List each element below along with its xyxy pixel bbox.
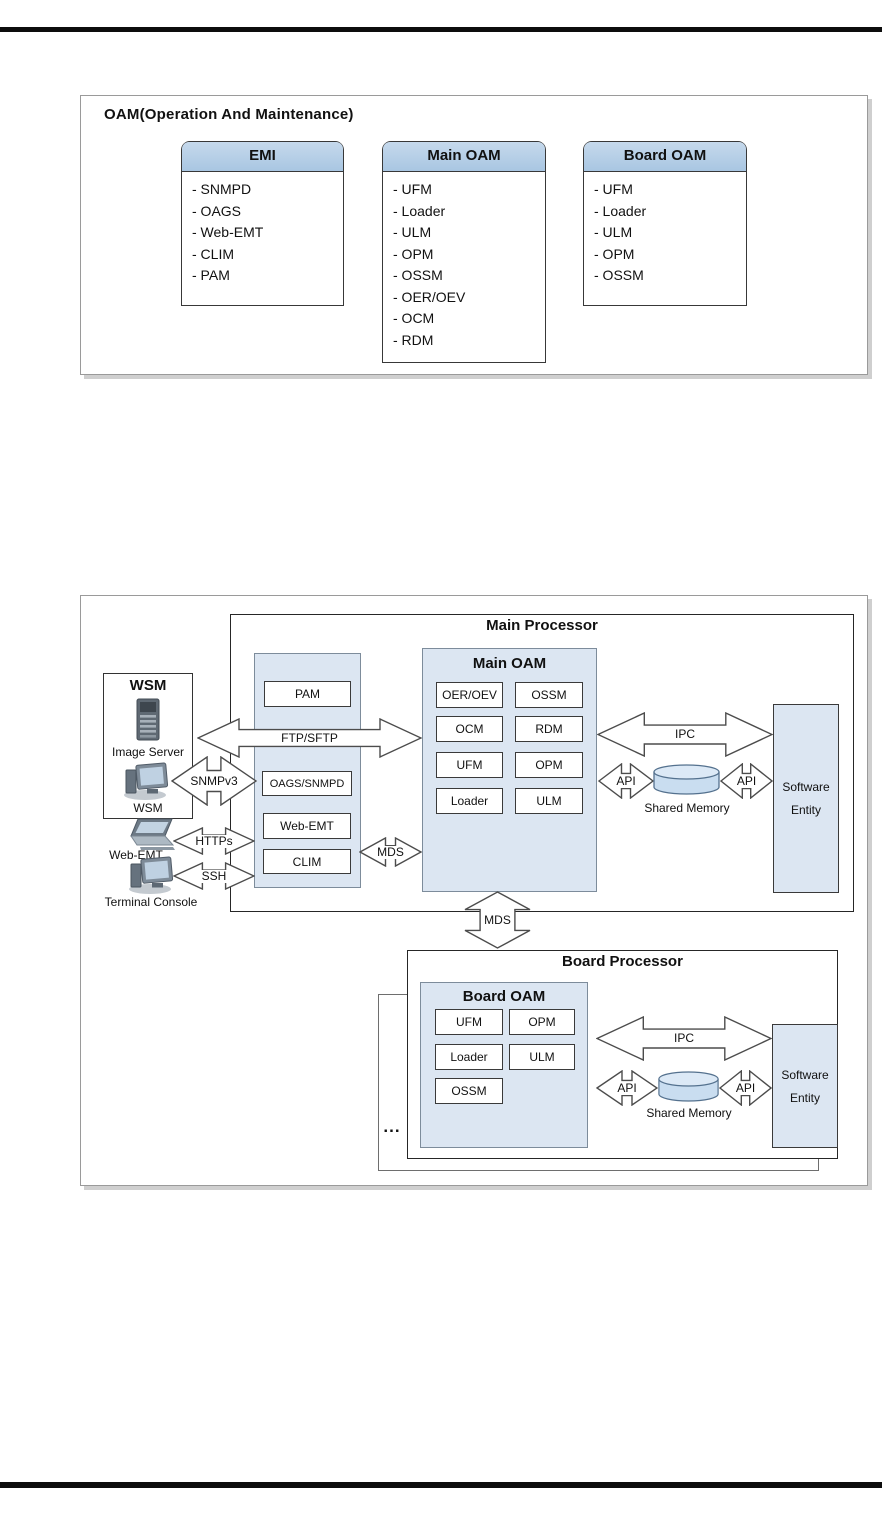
terminal-console-label: Terminal Console <box>104 895 198 909</box>
page-footer-rule <box>0 1482 882 1488</box>
list-item: - OCM <box>393 310 435 326</box>
module-oer-oev: OER/OEV <box>436 682 503 708</box>
ipc-arrow-board: IPC <box>596 1016 772 1061</box>
list-item: - CLIM <box>192 245 234 262</box>
board-processor-title: Board Processor <box>562 953 683 970</box>
table-main-oam: Main OAM - UFM - Loader - ULM - OPM - OS… <box>382 141 546 363</box>
list-item: - UFM <box>393 181 432 197</box>
figure-title: OAM(Operation And Maintenance) <box>104 106 354 123</box>
table-emi-header: EMI <box>182 142 343 172</box>
list-item: - OER/OEV <box>393 288 466 305</box>
list-item: - OAGS <box>192 202 242 219</box>
table-board-oam: Board OAM - UFM - Loader - ULM - OPM - O… <box>583 141 747 306</box>
ipc-arrow-label: IPC <box>671 1031 696 1045</box>
ssh-arrow-label: SSH <box>199 868 229 883</box>
module-pam: PAM <box>264 681 351 707</box>
board-oam-panel-title: Board OAM <box>462 988 546 1005</box>
list-item: - OSSM <box>393 267 443 283</box>
module-web-emt: Web-EMT <box>263 813 351 839</box>
module-board-ossm: OSSM <box>435 1078 503 1104</box>
mds-horizontal-arrow: MDS <box>359 837 422 867</box>
shared-memory-cylinder-board <box>658 1071 719 1102</box>
api-arrow-label: API <box>733 1080 758 1095</box>
api-arrow-label: API <box>614 773 638 788</box>
server-icon <box>130 697 166 743</box>
main-processor-title: Main Processor <box>486 617 598 634</box>
software-entity-line1: Software <box>782 780 830 794</box>
module-oags-snmpd: OAGS/SNMPD <box>262 771 352 796</box>
api-arrow-main-right: API <box>720 763 773 799</box>
api-arrow-board-left: API <box>596 1070 658 1106</box>
list-item: - Web-EMT <box>192 224 264 240</box>
list-item: - PAM <box>192 267 230 283</box>
ipc-arrow-main: IPC <box>597 712 773 757</box>
list-item: - OSSM <box>594 267 644 283</box>
table-emi: EMI - SNMPD - OAGS - Web-EMT - CLIM - PA… <box>181 141 344 306</box>
module-board-ufm: UFM <box>435 1009 503 1035</box>
snmpv3-arrow: SNMPv3 <box>171 756 257 806</box>
module-ulm: ULM <box>515 788 583 814</box>
ipc-arrow-label: IPC <box>672 727 697 741</box>
module-board-ulm: ULM <box>509 1044 575 1070</box>
mds-arrow-label: MDS <box>375 844 406 859</box>
ftp-sftp-arrow: FTP/SFTP <box>197 718 422 758</box>
table-main-oam-body: - UFM - Loader - ULM - OPM - OSSM - OER/… <box>383 172 545 362</box>
wsm-box-title: WSM <box>129 677 167 694</box>
https-arrow-label: HTTPs <box>193 833 235 848</box>
list-item: - ULM <box>594 224 633 240</box>
https-arrow: HTTPs <box>173 827 255 855</box>
list-item: - OPM <box>594 245 635 262</box>
module-rdm: RDM <box>515 716 583 742</box>
shared-memory-cylinder-main <box>653 764 720 795</box>
list-item: - UFM <box>594 181 633 197</box>
module-board-opm: OPM <box>509 1009 575 1035</box>
list-item: - SNMPD <box>192 181 252 197</box>
module-clim: CLIM <box>263 849 351 874</box>
ssh-arrow: SSH <box>173 862 255 890</box>
mds-vertical-arrow: MDS <box>464 891 531 949</box>
software-entity-line1: Software <box>781 1067 829 1082</box>
module-ocm: OCM <box>436 716 503 742</box>
oam-components-figure: OAM(Operation And Maintenance) EMI - SNM… <box>80 95 868 375</box>
table-main-oam-header: Main OAM <box>383 142 545 172</box>
page-header-rule <box>0 27 882 32</box>
wsm-computer-icon <box>121 761 173 801</box>
api-arrow-label: API <box>734 773 759 788</box>
module-board-loader: Loader <box>435 1044 503 1070</box>
list-item: - OPM <box>393 245 434 262</box>
wsm-icon-label: WSM <box>133 801 163 815</box>
module-loader: Loader <box>436 788 503 814</box>
software-entity-board: Software Entity <box>772 1024 838 1148</box>
oam-architecture-figure: Main Processor Board Processor ... WSM I… <box>80 595 868 1186</box>
module-ossm: OSSM <box>515 682 583 708</box>
api-arrow-label: API <box>615 1080 639 1095</box>
more-boards-ellipsis: ... <box>383 1117 401 1136</box>
list-item: - RDM <box>393 331 434 348</box>
snmpv3-arrow-label: SNMPv3 <box>188 773 240 788</box>
shared-memory-label-board: Shared Memory <box>646 1106 732 1120</box>
mds-arrow-label: MDS <box>482 912 513 927</box>
main-oam-panel-title: Main OAM <box>472 655 547 672</box>
image-server-label: Image Server <box>111 745 185 759</box>
shared-memory-label-main: Shared Memory <box>644 801 730 815</box>
table-emi-body: - SNMPD - OAGS - Web-EMT - CLIM - PAM <box>182 172 343 305</box>
table-board-oam-header: Board OAM <box>584 142 746 172</box>
terminal-console-icon <box>125 855 179 895</box>
list-item: - ULM <box>393 224 432 240</box>
table-board-oam-body: - UFM - Loader - ULM - OPM - OSSM <box>584 172 746 305</box>
ftp-sftp-arrow-label: FTP/SFTP <box>279 730 340 745</box>
api-arrow-board-right: API <box>719 1070 772 1106</box>
list-item: - Loader <box>393 202 446 219</box>
web-emt-laptop-icon <box>127 817 179 853</box>
module-ufm: UFM <box>436 752 503 778</box>
api-arrow-main-left: API <box>598 763 654 799</box>
software-entity-line2: Entity <box>789 1090 820 1105</box>
software-entity-line2: Entity <box>790 803 821 817</box>
list-item: - Loader <box>594 202 647 219</box>
module-opm: OPM <box>515 752 583 778</box>
software-entity-main: Software Entity <box>773 704 839 893</box>
